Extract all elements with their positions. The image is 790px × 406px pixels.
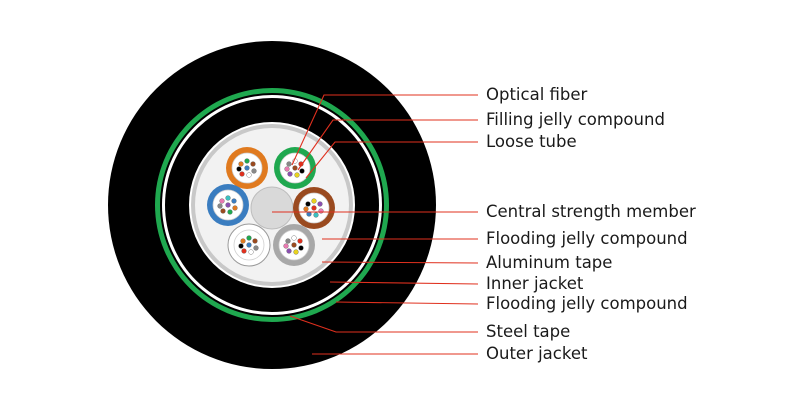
optical-fiber bbox=[232, 205, 238, 211]
optical-fiber bbox=[246, 235, 252, 241]
optical-fiber bbox=[236, 166, 242, 172]
leader-lines bbox=[272, 94, 479, 355]
optical-fiber bbox=[246, 242, 252, 248]
component-label: Steel tape bbox=[486, 322, 571, 341]
loose-tubes bbox=[207, 147, 335, 267]
optical-fiber bbox=[244, 158, 250, 164]
optical-fiber bbox=[227, 209, 233, 215]
leader-line bbox=[297, 119, 478, 171]
optical-fiber bbox=[284, 166, 290, 172]
optical-fiber bbox=[253, 245, 259, 251]
optical-fiber bbox=[287, 171, 293, 177]
leader-line bbox=[305, 141, 478, 179]
leader-line bbox=[291, 94, 478, 166]
optical-fiber bbox=[225, 195, 231, 201]
optical-fiber bbox=[294, 172, 300, 178]
optical-fiber bbox=[305, 201, 311, 207]
leader-line bbox=[289, 315, 478, 333]
optical-fiber bbox=[220, 208, 226, 214]
component-label: Filling jelly compound bbox=[486, 110, 665, 129]
optical-fiber bbox=[318, 208, 324, 214]
optical-fiber bbox=[231, 198, 237, 204]
leader-line bbox=[329, 281, 479, 285]
optical-fiber bbox=[252, 238, 258, 244]
central-strength-member bbox=[250, 186, 294, 230]
optical-fiber bbox=[285, 238, 291, 244]
optical-fiber bbox=[291, 242, 297, 248]
component-label: Loose tube bbox=[486, 132, 577, 151]
optical-fiber bbox=[293, 249, 299, 255]
optical-fiber bbox=[297, 238, 303, 244]
component-label: Flooding jelly compound bbox=[486, 229, 688, 248]
optical-fiber bbox=[244, 165, 250, 171]
optical-fiber bbox=[217, 203, 223, 209]
component-label: Aluminum tape bbox=[486, 253, 613, 272]
optical-fiber bbox=[299, 168, 305, 174]
optical-fiber bbox=[248, 249, 254, 255]
component-label: Central strength member bbox=[486, 202, 696, 221]
optical-fiber bbox=[292, 165, 298, 171]
optical-fiber bbox=[303, 206, 309, 212]
component-label: Optical fiber bbox=[486, 85, 588, 104]
optical-fiber bbox=[219, 198, 225, 204]
optical-fiber bbox=[238, 161, 244, 167]
optical-fiber bbox=[291, 235, 297, 241]
optical-fiber bbox=[317, 201, 323, 207]
optical-fiber bbox=[313, 212, 319, 218]
optical-fiber bbox=[250, 161, 256, 167]
component-label: Inner jacket bbox=[486, 274, 584, 293]
component-label: Flooding jelly compound bbox=[486, 294, 688, 313]
optical-fiber bbox=[311, 205, 317, 211]
optical-fiber bbox=[246, 172, 252, 178]
optical-fiber bbox=[251, 168, 257, 174]
component-label: Outer jacket bbox=[486, 344, 588, 363]
optical-fiber bbox=[298, 245, 304, 251]
optical-fiber bbox=[241, 248, 247, 254]
optical-fiber bbox=[286, 161, 292, 167]
optical-fiber bbox=[283, 243, 289, 249]
optical-fiber bbox=[225, 202, 231, 208]
leader-line bbox=[321, 261, 479, 264]
optical-fiber bbox=[286, 248, 292, 254]
leader-line bbox=[335, 301, 479, 305]
optical-fiber bbox=[239, 171, 245, 177]
optical-fiber bbox=[311, 198, 317, 204]
optical-fiber bbox=[240, 238, 246, 244]
optical-fiber bbox=[238, 243, 244, 249]
